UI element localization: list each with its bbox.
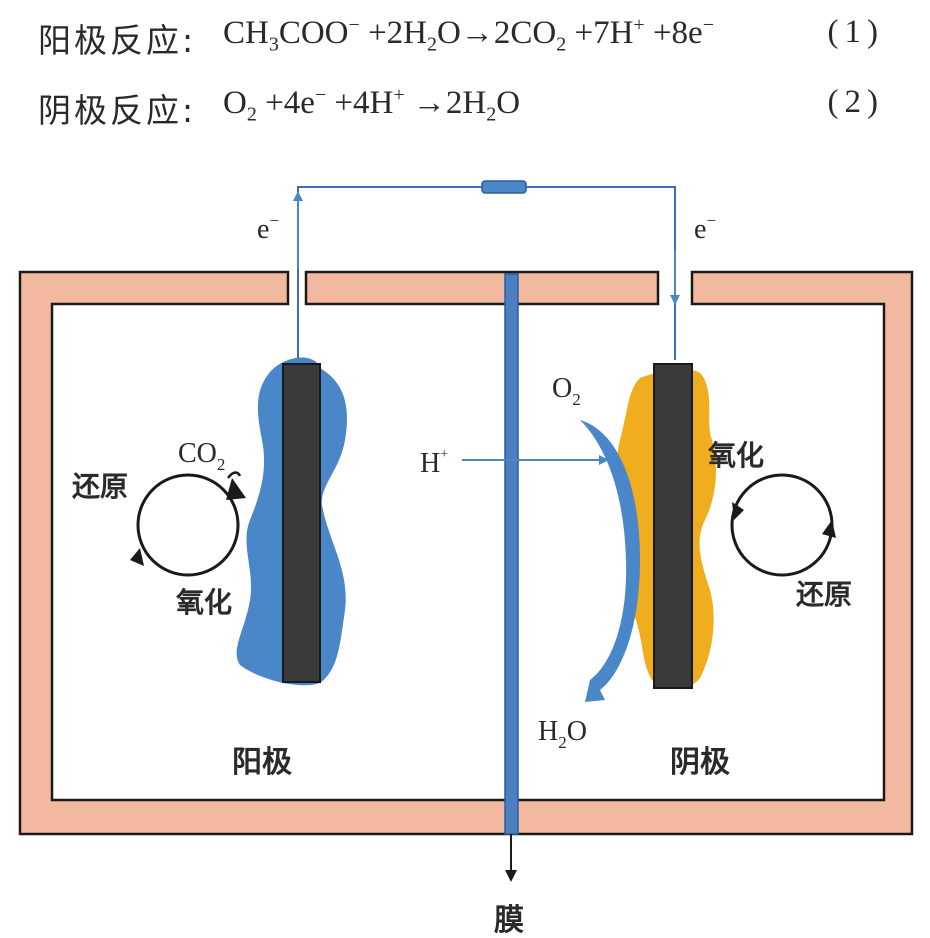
cathode-oxidation-label: 氧化 xyxy=(708,439,764,472)
membrane xyxy=(504,273,519,835)
cathode-label: 阴极 xyxy=(670,745,730,780)
proton-label: H+ xyxy=(420,447,448,479)
anode-reduction-label: 还原 xyxy=(72,470,128,503)
anode-cycle-co2-curve xyxy=(227,471,242,479)
o2-label: O2 xyxy=(552,373,581,409)
oxygen-water-arrow xyxy=(580,420,640,702)
cathode-electrode xyxy=(653,363,693,689)
anode-redox-cycle xyxy=(136,473,240,577)
electron-label-right: e− xyxy=(694,211,716,245)
cathode-equation-formula: O2 +4e− +4H+ →2H2O xyxy=(223,84,521,126)
cathode-equation: 阴极反应: O2 +4e− +4H+ →2H2O (2) xyxy=(38,84,908,140)
cathode-reduction-label: 还原 xyxy=(796,578,852,611)
cathode-redox-cycle xyxy=(730,473,834,577)
external-resistor xyxy=(481,180,527,194)
h2o-label: H2O xyxy=(538,716,587,752)
electron-label-left: e− xyxy=(257,211,279,245)
anode-electrode xyxy=(282,363,321,683)
anode-equation: 阳极反应: CH3COO− +2H2O→2CO2 +7H+ +8e− (1) xyxy=(38,14,908,70)
anode-cycle-arrow-top xyxy=(226,478,246,500)
co2-label: CO2 xyxy=(178,438,225,474)
cathode-cycle-arrow-right xyxy=(822,520,836,538)
equation-number-2: (2) xyxy=(827,84,884,120)
anode-label: 阳极 xyxy=(232,745,292,780)
anode-oxidation-label: 氧化 xyxy=(176,586,232,619)
anode-equation-label: 阳极反应: xyxy=(38,21,197,60)
cathode-cycle-arrow-left xyxy=(732,502,744,520)
membrane-label: 膜 xyxy=(494,903,524,938)
chamber-wall xyxy=(18,270,914,836)
anode-cycle-arrow-bottom xyxy=(130,548,144,566)
chamber-wall-middle xyxy=(304,270,660,306)
equation-number-1: (1) xyxy=(827,14,884,50)
anode-equation-formula: CH3COO− +2H2O→2CO2 +7H+ +8e− xyxy=(223,14,714,56)
cathode-equation-label: 阴极反应: xyxy=(38,91,197,130)
